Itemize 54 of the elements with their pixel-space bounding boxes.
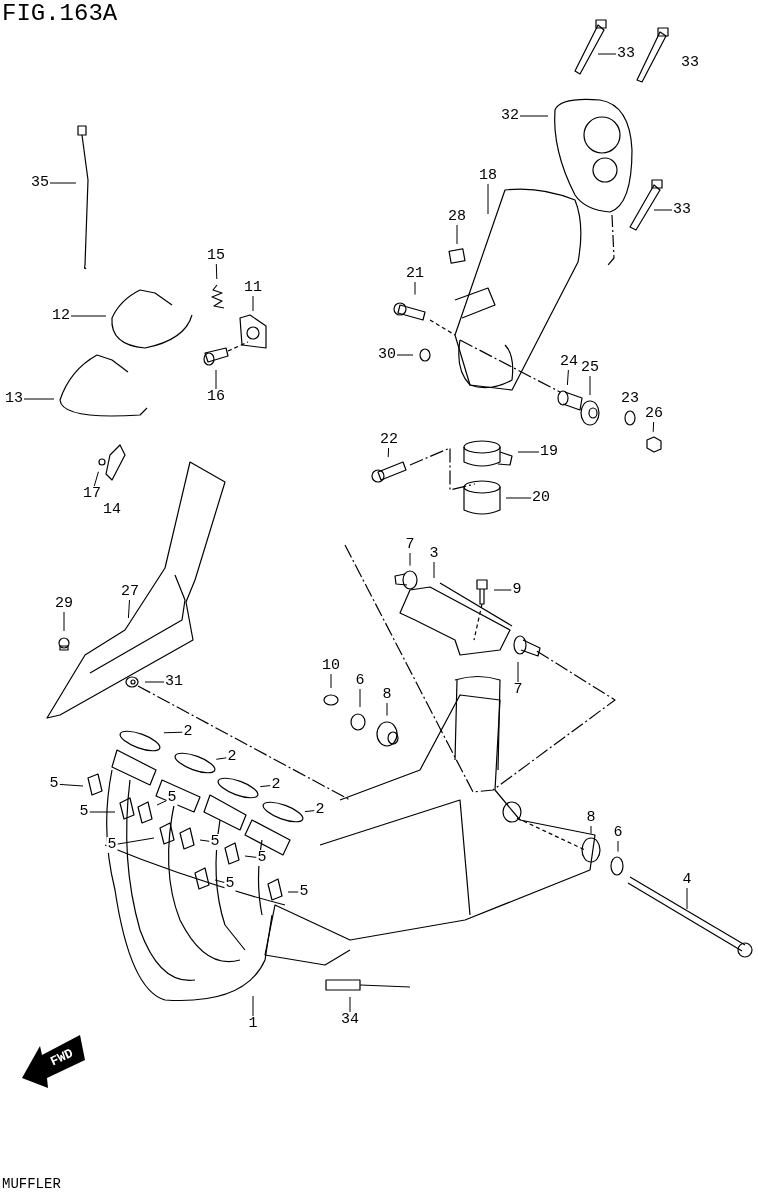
callout-number: 5 (224, 876, 236, 892)
leader-line (215, 263, 218, 280)
leader-line (517, 451, 540, 453)
leader-line (566, 369, 569, 386)
leader-line (144, 681, 165, 683)
leader-line (59, 783, 84, 787)
leader-line (215, 369, 217, 390)
leader-line (117, 837, 155, 845)
leader-line (23, 398, 55, 400)
leader-line (487, 183, 489, 215)
leader-line (653, 209, 673, 211)
figure-title: FIG.163A (2, 0, 118, 28)
callout-number: 5 (106, 837, 118, 853)
leader-line (163, 731, 183, 734)
leader-line (517, 661, 519, 683)
callout-number: 5 (209, 834, 221, 850)
figure-caption: MUFFLER (2, 1176, 61, 1192)
callout-number: 5 (256, 850, 268, 866)
leader-line (589, 375, 591, 396)
leader-line (386, 702, 388, 717)
leader-line (244, 855, 257, 858)
leader-line (433, 561, 435, 579)
leader-line (414, 281, 416, 296)
leader-line (252, 295, 254, 312)
leader-line (519, 115, 549, 117)
leader-line (199, 839, 210, 842)
direction-label: FWD (47, 1045, 77, 1071)
leader-line (287, 891, 299, 893)
leader-line (63, 611, 65, 632)
leader-line (652, 421, 655, 433)
leader-line (505, 497, 532, 499)
leader-line (49, 182, 77, 184)
leader-line (686, 887, 688, 910)
leader-line (396, 354, 414, 356)
leader-line (590, 825, 592, 835)
leader-line (597, 53, 617, 55)
leader-line (359, 688, 361, 708)
leader-line (215, 757, 227, 760)
leader-line (493, 589, 512, 591)
leader-line (304, 810, 315, 813)
leader-line (409, 552, 411, 567)
leader-line (456, 224, 458, 245)
leader-line (330, 673, 332, 689)
callout-number: 5 (166, 790, 178, 806)
leader-line (89, 811, 116, 813)
leader-line (93, 471, 99, 487)
leader-line (127, 599, 130, 619)
leader-line (252, 995, 254, 1017)
leader-line (387, 447, 390, 458)
leader-line (259, 785, 271, 788)
leader-line (70, 315, 107, 317)
leader-line (349, 996, 351, 1013)
leader-line (214, 879, 225, 883)
leader-line (617, 840, 619, 852)
